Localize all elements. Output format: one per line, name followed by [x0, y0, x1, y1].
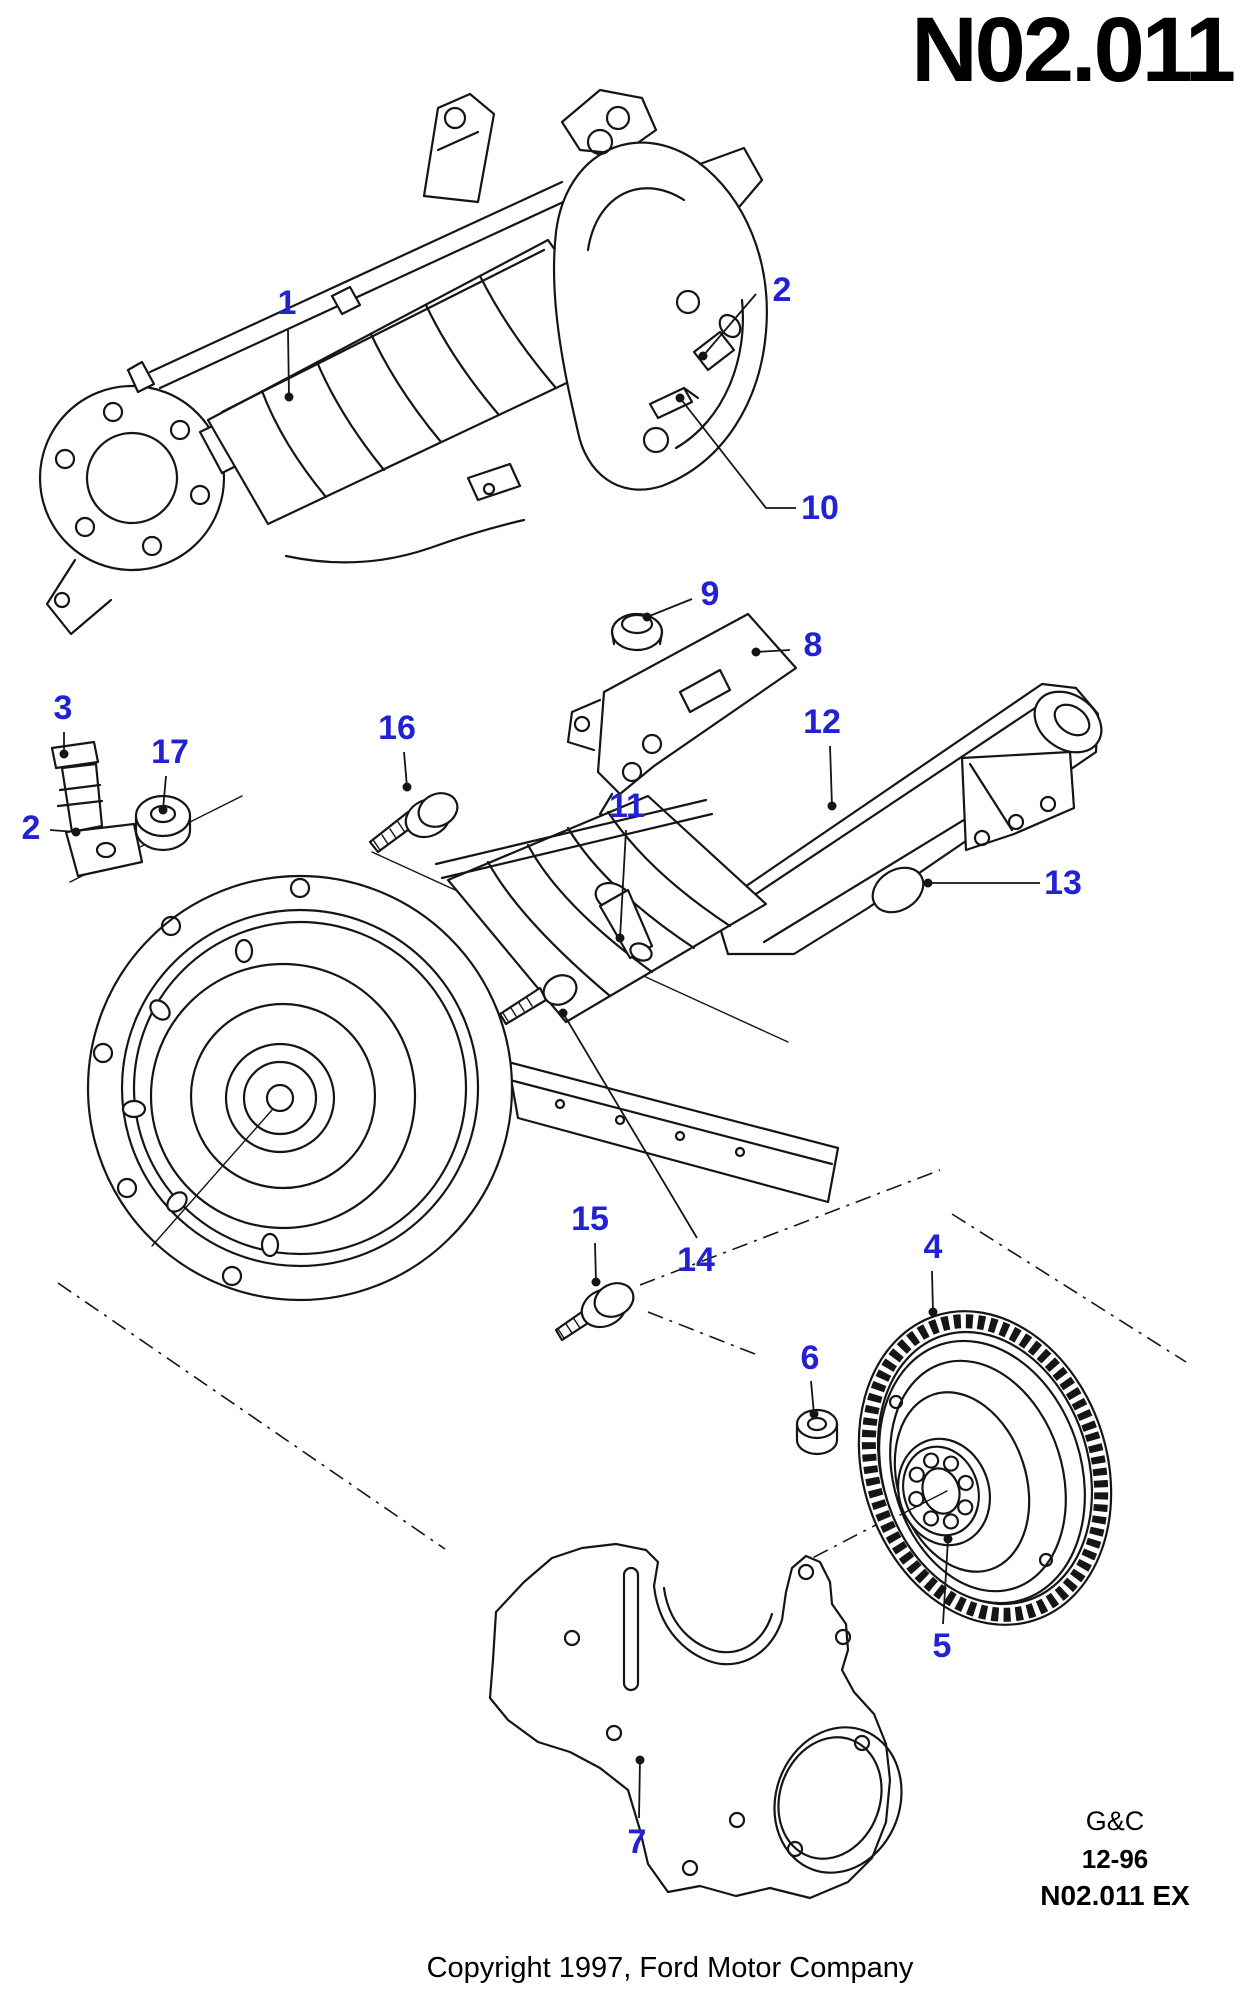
oil-pan	[506, 1060, 840, 1204]
callout-11[interactable]: 11	[609, 787, 645, 943]
callout-8[interactable]: 8	[751, 626, 823, 664]
callout-number[interactable]: 17	[151, 733, 189, 771]
callout-number[interactable]: 10	[801, 489, 839, 527]
engine-plate-drawing	[488, 1542, 903, 1900]
callout-number[interactable]: 5	[933, 1627, 952, 1665]
callout-16[interactable]: 16	[378, 709, 416, 792]
callout-9[interactable]: 9	[642, 575, 720, 622]
leader-line	[594, 1242, 597, 1283]
nut-item-6	[795, 1408, 839, 1456]
flywheel-ring-gear-drawing	[857, 1310, 1113, 1626]
leader-dot	[402, 782, 412, 792]
callout-3[interactable]: 3	[54, 689, 73, 759]
alignment-axis-lines	[57, 1169, 1187, 1567]
callout-7[interactable]: 7	[628, 1755, 647, 1862]
leader-line	[942, 1538, 949, 1625]
copyright-notice: Copyright 1997, Ford Motor Company	[426, 1952, 914, 1984]
leader-dot	[943, 1534, 953, 1544]
transmission-mount-bracket	[960, 750, 1076, 852]
leader-dot	[284, 392, 294, 402]
leader-dot	[698, 351, 708, 361]
leader-dot	[675, 393, 685, 403]
nut-item-17	[134, 794, 192, 852]
callout-1[interactable]: 1	[278, 284, 297, 402]
callout-2[interactable]: 2	[22, 809, 81, 847]
stamp-org: G&C	[1085, 1806, 1145, 1836]
callout-13[interactable]: 13	[923, 864, 1082, 902]
leader-dot	[591, 1277, 601, 1287]
callout-6[interactable]: 6	[801, 1339, 820, 1419]
bolt-item-16	[368, 792, 789, 1043]
leader-dot	[923, 878, 933, 888]
manual-transmission-drawing	[38, 88, 768, 636]
callout-number[interactable]: 13	[1044, 864, 1082, 902]
leader-dot	[642, 612, 652, 622]
torque-converter-housing	[86, 874, 514, 1302]
callout-number[interactable]: 12	[803, 703, 841, 741]
leader-line	[931, 1270, 934, 1313]
callout-number[interactable]: 7	[628, 1823, 647, 1861]
leader-line	[619, 829, 627, 939]
callout-number[interactable]: 3	[54, 689, 73, 727]
callout-number[interactable]: 11	[609, 787, 645, 825]
leader-dot	[635, 1755, 645, 1765]
automatic-transmission-drawing	[86, 682, 1103, 1302]
stamp-date: 12-96	[1081, 1844, 1149, 1874]
leader-dot	[558, 1008, 568, 1018]
stamp-code: N02.011 EX	[1040, 1880, 1190, 1911]
leader-line	[562, 1012, 698, 1239]
callout-5[interactable]: 5	[933, 1534, 953, 1666]
leader-dot	[809, 1409, 819, 1419]
callout-number[interactable]: 16	[378, 709, 416, 747]
leader-line	[755, 649, 791, 653]
bolt-item-15	[554, 1282, 635, 1342]
callout-number[interactable]: 1	[278, 284, 297, 322]
leader-line	[679, 397, 796, 509]
callout-17[interactable]: 17	[151, 733, 189, 815]
pin-and-bracket-items-2-3	[50, 740, 243, 883]
leader-dot	[158, 805, 168, 815]
leader-dot	[751, 647, 761, 657]
leader-dot	[59, 749, 69, 759]
revision-stamp: G&C 12-96 N02.011 EX	[990, 1806, 1240, 1912]
leader-dot	[615, 933, 625, 943]
leader-line	[287, 329, 290, 398]
callout-number[interactable]: 2	[773, 271, 792, 309]
leader-line	[162, 775, 167, 811]
bolt-item-14	[498, 974, 578, 1026]
callout-number[interactable]: 15	[571, 1200, 609, 1238]
leader-line	[829, 745, 833, 807]
nut-item-9	[610, 612, 664, 652]
callout-10[interactable]: 10	[675, 393, 839, 528]
callout-4[interactable]: 4	[924, 1228, 943, 1317]
callout-number[interactable]: 4	[924, 1228, 943, 1266]
leader-line	[702, 293, 757, 357]
callout-number[interactable]: 9	[701, 575, 720, 613]
page-title: N02.011	[911, 0, 1236, 101]
callout-15[interactable]: 15	[571, 1200, 609, 1287]
callout-number[interactable]: 6	[801, 1339, 820, 1377]
callout-12[interactable]: 12	[803, 703, 841, 811]
callout-number[interactable]: 8	[804, 626, 823, 664]
leader-dot	[928, 1307, 938, 1317]
callout-number[interactable]: 2	[22, 809, 41, 847]
leader-line	[646, 598, 693, 618]
leader-dot	[71, 827, 81, 837]
bracket-item-8	[566, 612, 798, 826]
leader-dot	[827, 801, 837, 811]
callout-2[interactable]: 2	[698, 271, 792, 361]
leader-line	[638, 1759, 641, 1819]
callout-14[interactable]: 14	[558, 1008, 715, 1280]
leader-line	[403, 751, 408, 788]
leader-line	[810, 1380, 815, 1415]
callout-number[interactable]: 14	[677, 1241, 715, 1279]
